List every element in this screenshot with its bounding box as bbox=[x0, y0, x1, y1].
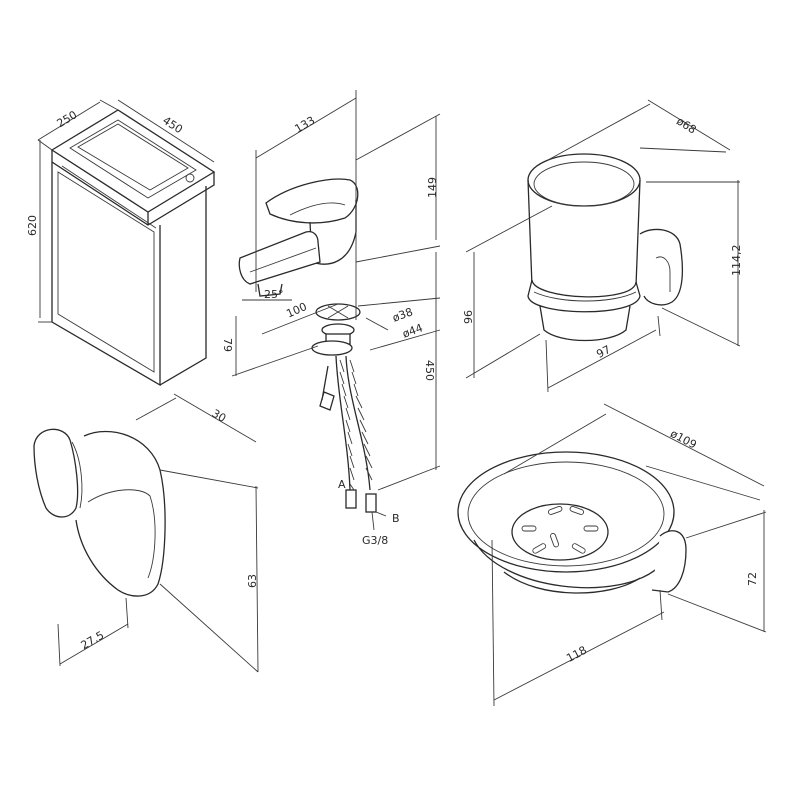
faucet-hole-d2-label: ø44 bbox=[401, 321, 425, 340]
soap-dish-width-label: 118 bbox=[564, 644, 589, 665]
faucet-angle-label: 25° bbox=[264, 288, 284, 301]
cabinet-height-label: 620 bbox=[26, 215, 39, 236]
faucet-reach-label: 133 bbox=[292, 114, 317, 136]
faucet-hole-d1-label: ø38 bbox=[391, 305, 415, 324]
tumbler-cup-height-label: 96 bbox=[462, 310, 475, 324]
cabinet-width-label: 450 bbox=[160, 114, 185, 136]
faucet-hose-length-label: 450 bbox=[423, 360, 436, 381]
soap-dish-diameter-label: ø109 bbox=[668, 427, 699, 451]
hook-height-label: 63 bbox=[246, 574, 259, 588]
faucet-base-height-label: 79 bbox=[221, 338, 234, 352]
tumbler-height-label: 114,2 bbox=[730, 245, 743, 277]
faucet-drawing: 133 149 25° 100 79 ø38 ø44 450 A B G3/8 bbox=[221, 90, 441, 547]
soap-dish-height-label: 72 bbox=[746, 572, 759, 586]
vanity-cabinet-drawing: 250 450 620 bbox=[26, 99, 216, 387]
tumbler-width-label: 97 bbox=[594, 343, 612, 361]
faucet-hose-b-label: B bbox=[392, 512, 400, 525]
hook-depth-label: 30 bbox=[210, 407, 229, 425]
cabinet-depth-label: 250 bbox=[55, 108, 80, 130]
soap-dish-drawing: ø109 72 118 bbox=[457, 403, 767, 707]
robe-hook-drawing: 30 63 27.5 bbox=[33, 393, 259, 673]
faucet-hose-a-label: A bbox=[338, 478, 346, 491]
hook-width-label: 27.5 bbox=[79, 629, 107, 653]
faucet-thread-label: G3/8 bbox=[362, 534, 388, 547]
tumbler-holder-drawing: ø68 114,2 96 97 bbox=[462, 99, 743, 393]
faucet-height-label: 149 bbox=[426, 177, 439, 198]
